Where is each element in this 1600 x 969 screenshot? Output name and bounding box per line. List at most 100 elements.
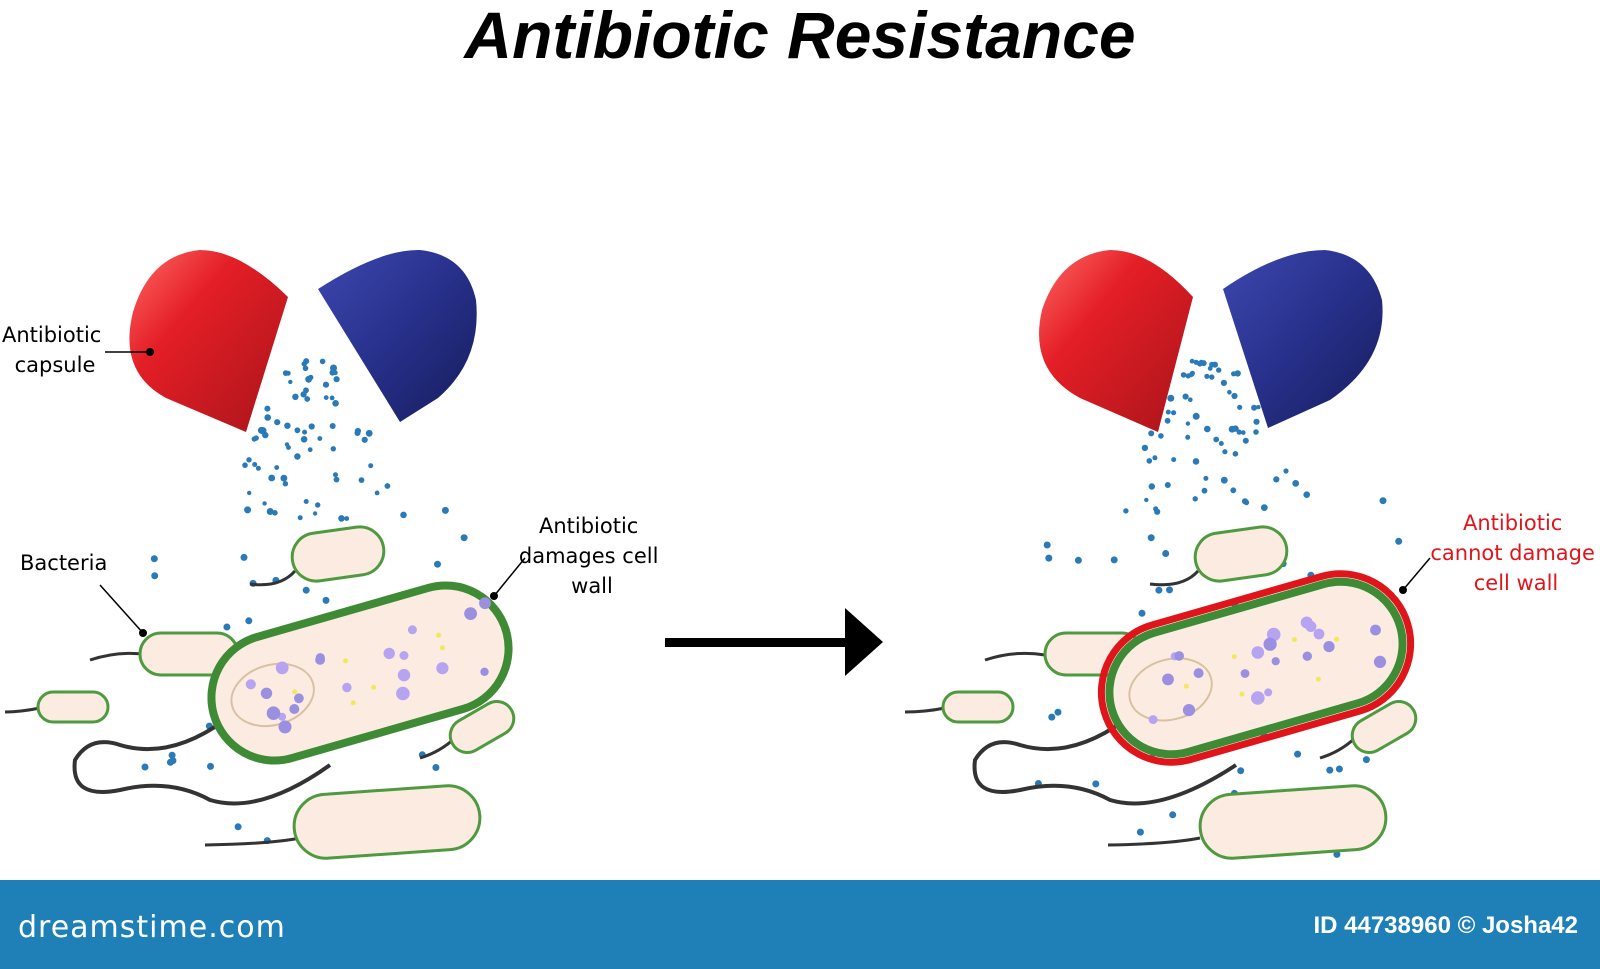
bacterium [36,690,110,724]
antibiotic-particle [1292,480,1300,487]
capsule-icon [129,249,477,432]
antibiotic-particle [1167,394,1175,402]
cell-granule [278,720,292,734]
bacterium [1350,700,1418,754]
antibiotic-particle [1141,444,1149,452]
antibiotic-particle [234,823,242,831]
antibiotic-particle [330,446,336,452]
cell-contents-right [1148,616,1387,725]
antibiotic-particle [1204,373,1210,379]
cell-contents-left [245,597,491,734]
flagellum [72,718,332,806]
antibiotic-particle [1164,417,1171,424]
antibiotic-particle [358,477,365,483]
cell-granule [1291,637,1297,643]
antibiotic-particle [240,553,248,561]
antibiotic-particle [302,586,310,594]
flagellum [904,706,946,714]
cell-granule [1315,676,1321,682]
antibiotic-particle [1213,436,1220,443]
antibiotic-particle [223,623,231,631]
antibiotic-particle [1253,429,1259,435]
antibiotic-particle [266,508,274,515]
antibiotic-particle [329,423,336,429]
footer-brand[interactable]: dreamstime.com [18,910,286,945]
capsule-red-half [1039,250,1193,432]
antibiotic-particle [1251,404,1258,411]
cell-granule [1313,628,1325,640]
antibiotic-particle [294,427,301,434]
antibiotic-particle [368,463,374,469]
antibiotic-particle [1203,475,1209,481]
antibiotic-particle [1148,483,1156,490]
antibiotic-particle [1138,609,1146,617]
antibiotic-particle [1192,412,1200,420]
cell-granule [1240,669,1250,678]
antibiotic-particle [1043,541,1051,549]
damages-leader [493,557,526,597]
antibiotic-particle [1110,556,1118,564]
antibiotic-particle [274,419,281,426]
antibiotic-particle [1220,476,1228,484]
antibiotic-particle [317,436,323,441]
antibiotic-particle [245,617,253,625]
cell-granule [1231,654,1237,660]
antibiotic-particle [1283,468,1289,474]
antibiotic-particle [1216,367,1222,373]
footer-bar: dreamstime.com ID 44738960 © Josha42 [0,880,1600,969]
antibiotic-particle [1048,713,1056,721]
diagram-canvas: Antibiotic capsule Bacteria Antibiotic d… [2,249,1600,860]
antibiotic-particle [1185,421,1191,426]
cell-granule [396,686,410,701]
antibiotic-particle [303,358,310,365]
antibiotic-particle [141,763,149,771]
cell-granule [397,668,411,682]
antibiotic-particle [280,474,288,482]
capsule-icon [1039,250,1383,432]
antibiotic-particle [247,490,252,496]
antibiotic-particle [1192,458,1200,465]
antibiotic-particle [441,506,449,514]
antibiotic-particle [1164,482,1171,488]
antibiotic-particle [1185,434,1191,440]
antibiotic-particle [1166,586,1173,594]
antibiotic-particle [1158,433,1164,439]
antibiotic-particle [460,534,468,542]
antibiotic-particle [288,379,293,385]
antibiotic-particle [432,764,440,771]
antibiotic-particle [169,757,177,765]
cannot-label: Antibiotic cannot damage cell wall [1430,511,1600,595]
antibiotic-particle [242,462,248,469]
antibiotic-particle [284,442,290,447]
antibiotic-particle [1218,441,1224,446]
antibiotic-particle [1144,497,1149,503]
antibiotic-particle [274,465,280,470]
antibiotic-particle [1362,756,1370,764]
flagellum [4,706,41,714]
cell-granule [1162,673,1174,686]
antibiotic-particle [1211,361,1218,368]
right-arrow-icon [665,608,883,676]
antibiotic-particle [1227,389,1232,395]
antibiotic-particle [333,476,340,483]
antibiotic-particle [1379,497,1387,505]
antibiotic-particle [285,370,291,376]
antibiotic-particle [1204,425,1211,433]
antibiotic-particle [1395,537,1403,545]
antibiotic-particle [333,472,338,478]
bacteria-label: Bacteria [20,551,107,575]
antibiotic-particle [315,502,321,508]
cell-granule [1373,655,1387,669]
cell-granule [464,607,477,620]
antibiotic-particle [297,515,303,521]
cell-granule [260,687,273,699]
antibiotic-particle [282,481,289,487]
antibiotic-particle [1146,458,1153,464]
antibiotic-particle [1256,404,1261,410]
antibiotic-particle [1230,487,1237,494]
antibiotic-particle [332,400,339,407]
antibiotic-particle [1180,372,1187,378]
capsule-red-half [129,250,288,432]
cell-granule [275,661,289,675]
antibiotic-particle [1182,393,1189,400]
